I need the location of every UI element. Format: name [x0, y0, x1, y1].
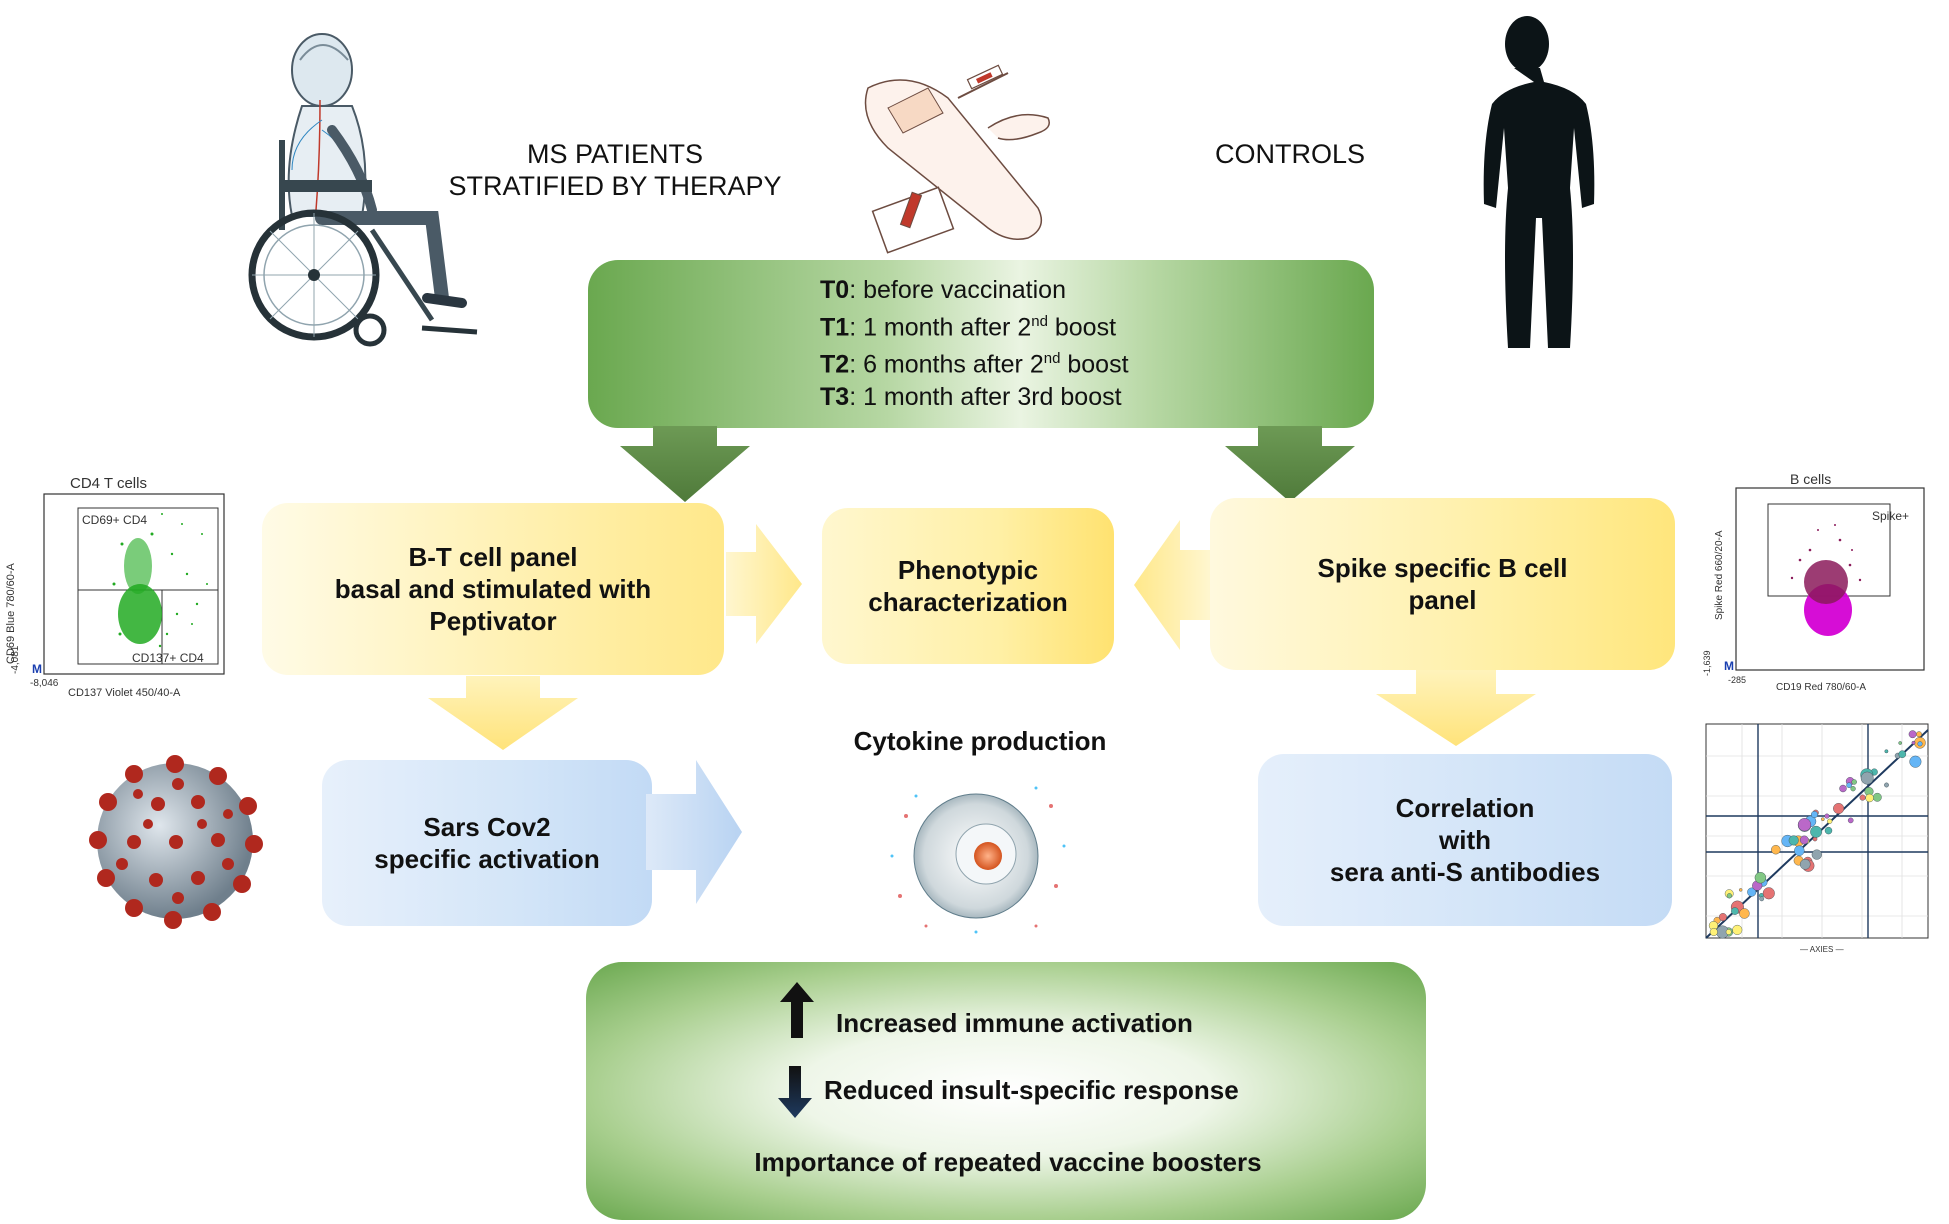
flow-right-x-axis: CD19 Red 780/60-A	[1776, 682, 1866, 693]
scatter-bubble	[1771, 844, 1781, 855]
scatter-bubble	[1859, 794, 1866, 801]
flow-left-m-label: M	[32, 662, 42, 676]
scatter-bubble	[1810, 810, 1818, 818]
scatter-bubble	[1725, 929, 1732, 935]
spike-b-cell-panel-box: Spike specific B cell panel	[1210, 498, 1675, 670]
flow-left-title: CD4 T cells	[70, 475, 147, 492]
arrow-down-icon	[778, 1066, 812, 1118]
scatter-bubble	[1916, 731, 1922, 738]
scatter-bubble	[1860, 771, 1874, 785]
cytokine-production-label: Cytokine production	[853, 726, 1107, 756]
scatter-bubble	[1833, 802, 1845, 814]
scatter-bubble	[1799, 835, 1809, 845]
scatter-bubble	[1747, 887, 1757, 897]
arrow-up-icon	[780, 982, 814, 1038]
sars-cov2-virus-illustration	[89, 755, 263, 929]
scatter-bubble	[1839, 784, 1847, 793]
scatter-bubble	[1759, 896, 1765, 902]
scatter-bubble	[1739, 908, 1750, 919]
wheelchair-patient-illustration	[248, 33, 478, 347]
scatter-bubble	[1884, 782, 1889, 788]
outcome-reduced: Reduced insult-specific response	[824, 1075, 1239, 1105]
flow-left-x-min: -8,046	[30, 678, 59, 689]
scatter-bubble	[1820, 817, 1825, 821]
scatter-bubble	[1917, 741, 1923, 747]
scatter-bubble	[1847, 817, 1854, 824]
flow-right-x-min: -285	[1728, 675, 1746, 685]
ms-patients-label: MS PATIENTS STRATIFIED BY THERAPY	[448, 139, 782, 201]
scatter-bubble	[1762, 887, 1775, 900]
scatter-bubble	[1754, 871, 1767, 884]
timepoint-t0: T0: before vaccination	[820, 276, 1066, 304]
phenotypic-characterization-box: Phenotypic characterization	[822, 508, 1114, 664]
scatter-bubble	[1846, 782, 1852, 788]
scatter-bubble	[1884, 749, 1889, 754]
scatter-bubble	[1851, 779, 1857, 785]
down-arrow-right	[1225, 426, 1355, 502]
right-arrow-blue	[646, 760, 742, 904]
scatter-bubble	[1908, 730, 1917, 739]
outcome-increased: Increased immune activation	[836, 1008, 1193, 1038]
scatter-bubble	[1824, 826, 1833, 835]
control-person-silhouette	[1483, 16, 1595, 348]
flow-left-y-axis: CD69 Blue 780/60-A	[5, 562, 17, 664]
left-arrow-yellow	[1134, 520, 1210, 650]
scatter-bubble	[1810, 825, 1823, 838]
scatter-bubble	[1732, 924, 1743, 935]
down-arrow-left	[620, 426, 750, 502]
scatter-bubble	[1788, 835, 1799, 846]
flow-left-x-axis: CD137 Violet 450/40-A	[68, 687, 181, 699]
scatter-bubble	[1865, 793, 1874, 803]
scatter-bubble	[1911, 740, 1916, 745]
b-cell-flow-cytometry-plot: B cells Spike+ Spike Red 660/20-A CD19 R…	[1702, 471, 1925, 693]
blood-draw-illustration	[864, 64, 1050, 254]
timepoint-t1: T1: 1 month after 2nd boost	[820, 313, 1117, 342]
scatter-bubble	[1709, 927, 1718, 936]
scatter-bubble	[1794, 845, 1805, 856]
flow-right-gate: Spike+	[1872, 509, 1909, 523]
controls-label: CONTROLS	[1214, 139, 1366, 169]
scatter-bubble	[1731, 907, 1739, 915]
outcome-importance: Importance of repeated vaccine boosters	[754, 1147, 1262, 1177]
scatter-bubble	[1739, 888, 1743, 892]
cd4-flow-cytometry-plot: CD4 T cells CD69+ CD4 CD137+ CD4 CD69 Bl…	[5, 475, 225, 699]
timepoints-box	[588, 260, 1374, 428]
correlation-x-axis: — AXIES —	[1800, 945, 1844, 954]
scatter-bubble	[1898, 741, 1902, 745]
scatter-bubble	[1872, 792, 1882, 802]
flow-right-title: B cells	[1790, 471, 1831, 487]
scatter-bubble	[1827, 818, 1833, 824]
scatter-bubble	[1797, 818, 1812, 832]
flow-left-gate-upper: CD69+ CD4	[82, 513, 147, 527]
down-arrow-yellow-left	[428, 676, 578, 750]
scatter-bubble	[1718, 913, 1727, 922]
cytokine-cell-illustration	[890, 786, 1066, 934]
timepoints-list: T0: before vaccination T1: 1 month after…	[820, 274, 1129, 413]
scatter-bubble	[1850, 786, 1856, 792]
timepoint-t3: T3: 1 month after 3rd boost	[820, 382, 1122, 411]
flow-right-m-label: M	[1724, 659, 1734, 673]
right-arrow-yellow	[726, 524, 802, 644]
flow-left-dots	[112, 513, 208, 648]
sars-cov2-activation-box: Sars Cov2 specific activation	[322, 760, 652, 926]
down-arrow-yellow-right	[1376, 670, 1536, 746]
outcomes-box	[586, 962, 1426, 1220]
correlation-scatter-plot: — AXIES —	[1705, 723, 1929, 954]
flow-left-gate-lower: CD137+ CD4	[132, 651, 204, 665]
bt-cell-panel-box: B-T cell panel basal and stimulated with…	[262, 503, 724, 675]
scatter-bubble	[1898, 750, 1907, 759]
scatter-bubble	[1726, 893, 1733, 899]
scatter-bubble	[1824, 813, 1830, 819]
flow-right-y-min: -1,639	[1702, 650, 1712, 676]
correlation-box: Correlation with sera anti-S antibodies	[1258, 754, 1672, 926]
timepoint-t2: T2: 6 months after 2nd boost	[820, 350, 1129, 379]
scatter-bubble	[1909, 755, 1922, 768]
scatter-bubble	[1811, 849, 1822, 860]
flow-right-y-axis: Spike Red 660/20-A	[1714, 530, 1725, 620]
scatter-bubble	[1799, 858, 1811, 870]
flow-left-y-min: -4,081	[10, 645, 21, 674]
